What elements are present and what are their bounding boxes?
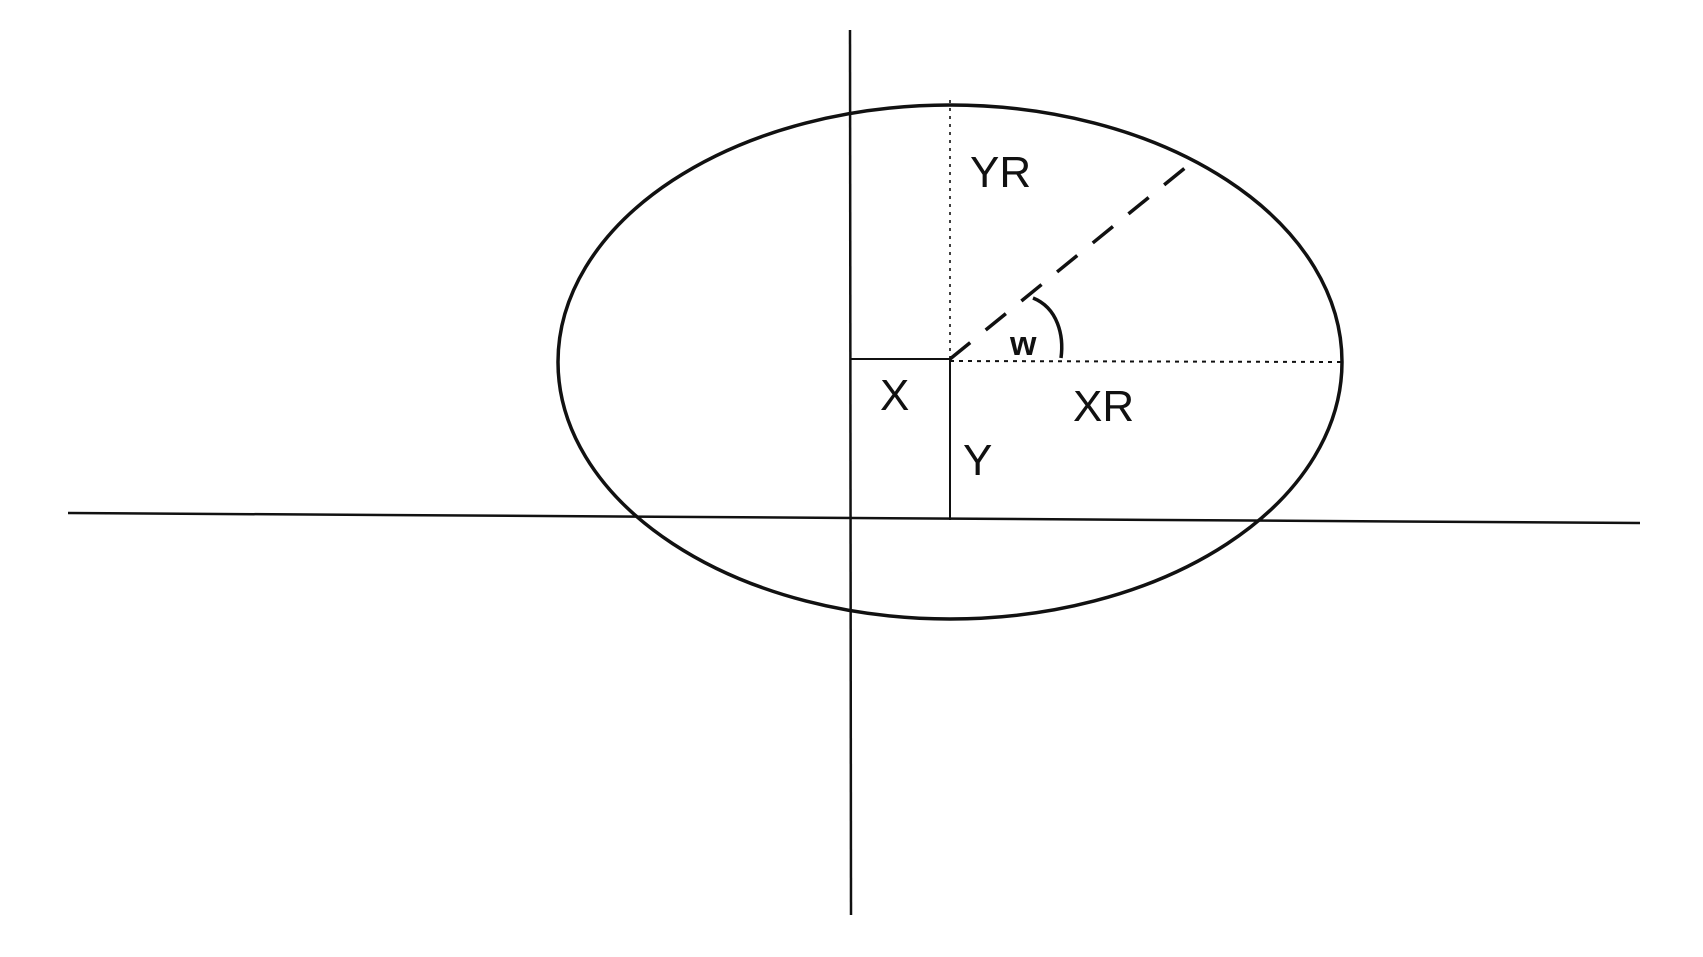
xr-label: XR (1073, 382, 1134, 431)
y-label: Y (963, 436, 992, 485)
angle-arc (1032, 296, 1064, 359)
horizontal-axis (67, 511, 1641, 525)
vertical-axis (848, 29, 853, 916)
w-angle-label: w (1009, 325, 1037, 363)
x-label: X (880, 371, 909, 420)
ellipse-outline (556, 103, 1344, 621)
yr-label: YR (970, 148, 1031, 197)
xr-radius-line (949, 360, 1343, 363)
rotation-angle-line (948, 157, 1198, 361)
